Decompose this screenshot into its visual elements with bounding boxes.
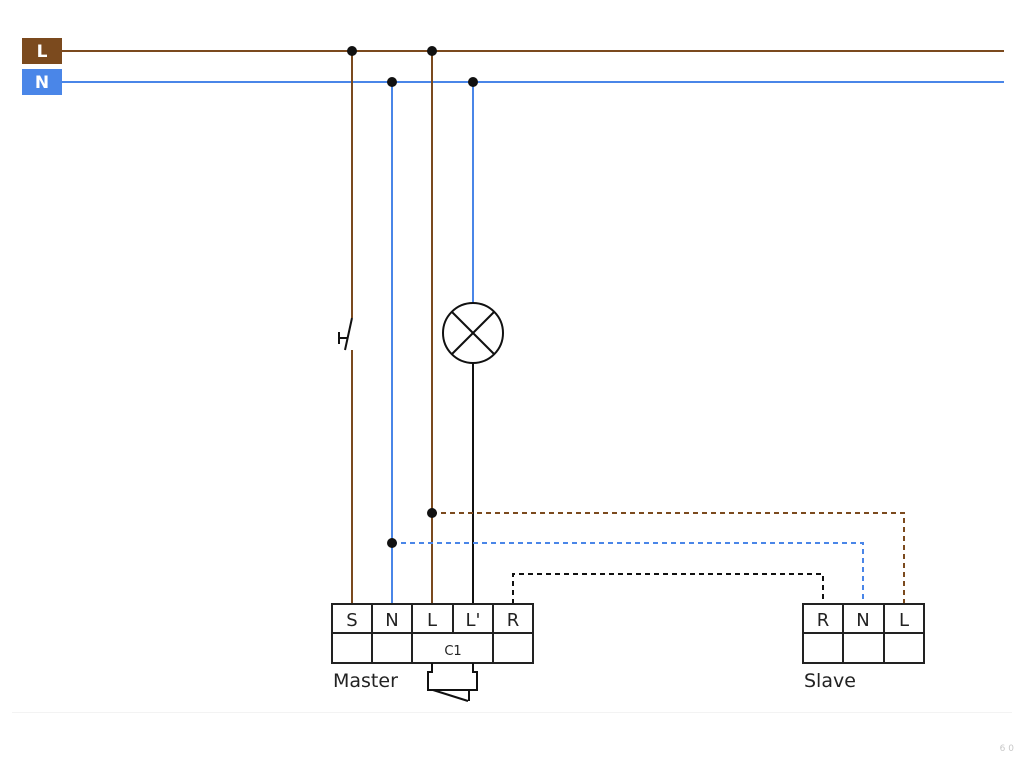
lamp-icon [442,302,504,364]
junction-dot [427,508,437,518]
slave-live-link [432,512,905,604]
live-bus-tag [22,38,62,64]
page-number: 6 0 [999,744,1014,754]
slave-terminal-r: R [817,610,830,631]
neutral-bus-label: N [35,73,49,93]
master-slave-r-link [512,573,824,604]
junction-dot [468,77,478,87]
master-terminal-l-prime: L' [466,610,481,631]
junction-dot [427,46,437,56]
live-bus: L [22,38,1004,64]
junction-dot [387,77,397,87]
relay-contact-icon [427,663,478,702]
slave-terminal-block: R N L [802,603,925,664]
slave-label: Slave [804,670,856,692]
master-contact-label: C1 [444,644,461,659]
neutral-bus: N [22,69,1004,95]
live-bus-label: L [37,42,48,62]
master-terminal-r: R [507,610,520,631]
junction-dot [347,46,357,56]
junction-dots [347,46,478,548]
master-terminal-l: L [427,610,437,631]
push-button-switch-icon [338,317,353,351]
slave-terminal-n: N [856,610,869,631]
master-terminal-block: S N L L' R C1 [331,603,534,664]
slave-terminal-l: L [899,610,909,631]
junction-dot [387,538,397,548]
master-label: Master [333,670,398,692]
slave-neutral-link [392,542,864,604]
neutral-bus-tag [22,69,62,95]
master-terminal-n: N [385,610,398,631]
master-terminal-s: S [346,610,357,631]
